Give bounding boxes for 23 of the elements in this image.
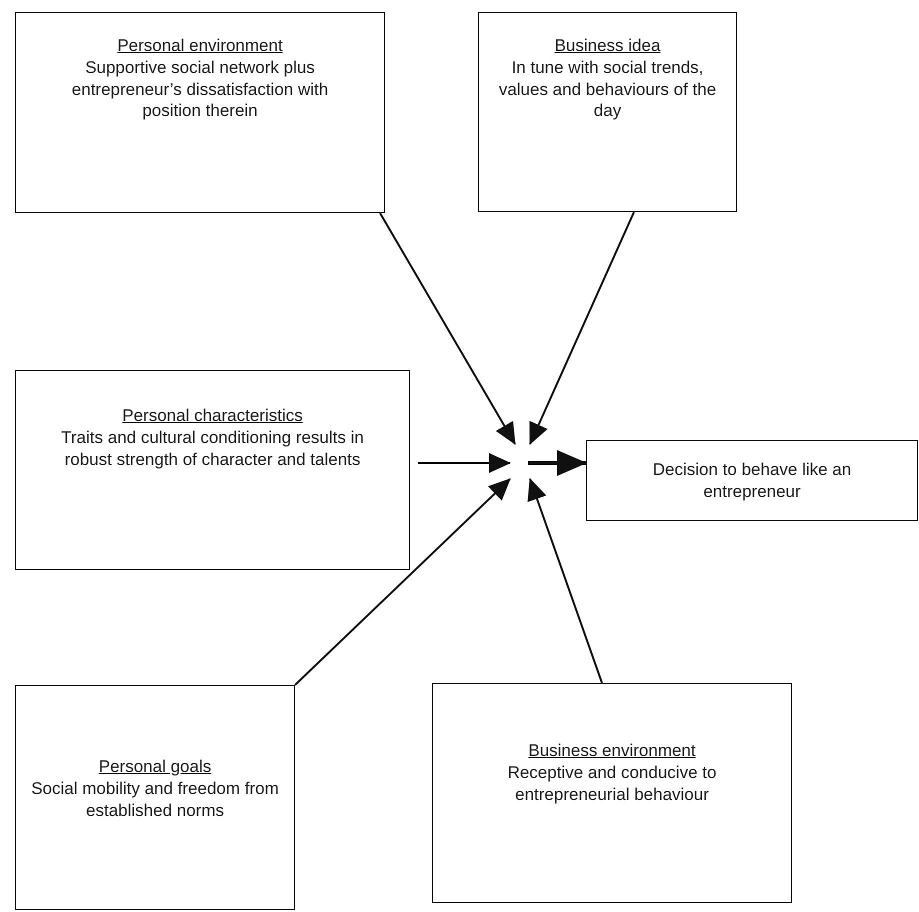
box-text: Social mobility and freedom from established norms (30, 778, 280, 822)
arrow (528, 450, 587, 476)
box-heading: Business idea (554, 35, 660, 57)
text-box (15, 370, 410, 570)
box-heading: Personal environment (117, 35, 283, 57)
box-heading: Personal goals (98, 756, 212, 778)
box-text: Receptive and conducive to entrepreneurial behaviour (506, 762, 718, 806)
text-box (586, 440, 918, 521)
box-text: Decision to behave like an entrepreneur (652, 458, 852, 502)
box-heading: Personal characteristics (122, 405, 303, 427)
box-text: Supportive social network plus entrepreneur’s dissatisfaction with position therein (70, 56, 330, 122)
arrow (418, 453, 511, 473)
arrow (379, 212, 516, 445)
text-box (15, 12, 385, 213)
arrow (294, 478, 511, 686)
box-text: Traits and cultural conditioning results in robust strength of character and talents (60, 426, 365, 470)
arrow (528, 478, 603, 684)
arrow (529, 212, 635, 445)
text-box (15, 685, 295, 910)
text-box (432, 683, 792, 903)
box-heading: Business environment (528, 740, 696, 762)
text-box (478, 12, 737, 212)
box-text: In tune with social trends, values and behaviours of the day (498, 56, 717, 122)
